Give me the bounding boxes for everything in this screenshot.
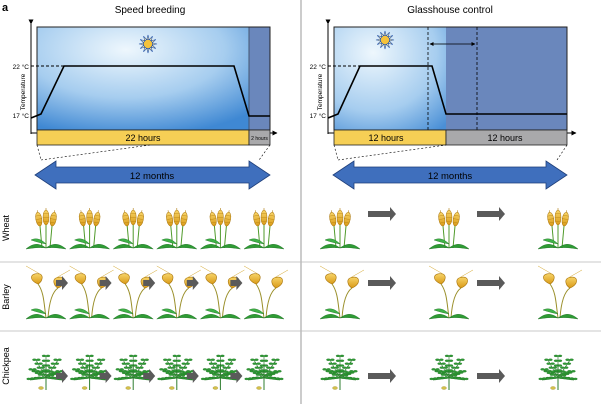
left-zoom-line-a bbox=[36, 144, 42, 161]
progress-arrow-icon bbox=[56, 276, 68, 290]
barley-plant-icon bbox=[243, 265, 289, 320]
right-title: Glasshouse control bbox=[407, 5, 493, 16]
barley-plant-icon bbox=[112, 265, 158, 320]
chickpea-plant-icon bbox=[70, 354, 110, 390]
right-timeline-arrow bbox=[332, 160, 568, 190]
plant-generation-rows bbox=[25, 207, 583, 390]
right-light-chamber bbox=[334, 27, 446, 130]
wheat-plant-icon bbox=[25, 208, 67, 250]
chickpea-plant-icon bbox=[26, 354, 66, 390]
left-title: Speed breeding bbox=[115, 5, 186, 16]
progress-arrow-icon bbox=[368, 369, 396, 383]
right-dark-period-label: 12 hours bbox=[487, 133, 523, 143]
progress-arrow-icon bbox=[477, 276, 505, 290]
progress-arrow-icon bbox=[230, 276, 243, 290]
right-zoom-line-a bbox=[333, 144, 339, 161]
chickpea-plant-icon bbox=[157, 354, 197, 390]
right-y-tick-17: 17 °C bbox=[310, 112, 327, 120]
sun-icon bbox=[138, 34, 158, 54]
wheat-plant-icon bbox=[199, 208, 242, 250]
left-timeline-arrow bbox=[34, 160, 271, 190]
progress-arrow-icon bbox=[143, 369, 156, 383]
wheat-plant-icon bbox=[68, 208, 111, 250]
barley-plant-icon bbox=[199, 265, 245, 320]
progress-arrow-icon bbox=[477, 369, 505, 383]
sun-icon bbox=[375, 30, 395, 50]
left-y-axis-label: Temperature bbox=[20, 73, 27, 110]
wheat-plant-icon bbox=[319, 208, 361, 250]
right-dark-period-bar bbox=[445, 129, 568, 146]
row-label-barley: Barley bbox=[1, 284, 11, 310]
wheat-plant-icon bbox=[428, 208, 470, 250]
progress-arrow-icon bbox=[186, 276, 199, 290]
right-temperature-curve bbox=[327, 65, 567, 119]
left-dark-period-label: 2 hours bbox=[251, 136, 268, 142]
chickpea-plant-icon bbox=[244, 354, 284, 390]
progress-arrow-icon bbox=[99, 369, 112, 383]
wheat-plant-icon bbox=[156, 208, 198, 250]
barley-plant-icon bbox=[537, 265, 583, 320]
left-y-tick-22: 22 °C bbox=[13, 63, 30, 71]
barley-plant-icon bbox=[25, 265, 71, 320]
panel-label: a bbox=[2, 2, 9, 14]
right-y-tick-22: 22 °C bbox=[310, 63, 327, 71]
left-temperature-curve bbox=[30, 65, 270, 119]
wheat-plant-icon bbox=[537, 208, 579, 250]
chickpea-plant-icon bbox=[320, 354, 360, 390]
right-zoom-line-b bbox=[556, 144, 568, 161]
right-light-period-label: 12 hours bbox=[368, 133, 404, 143]
progress-arrow-icon bbox=[477, 207, 505, 221]
chickpea-plant-icon bbox=[113, 354, 153, 390]
progress-arrow-icon bbox=[143, 276, 156, 290]
progress-arrow-icon bbox=[56, 369, 68, 383]
progress-arrow-icon bbox=[368, 276, 396, 290]
left-y-tick-17: 17 °C bbox=[13, 112, 30, 120]
chickpea-plant-icon bbox=[200, 354, 240, 390]
speed-breeding-diagram: Speed breeding 22 °C 17 °C Temperature 2… bbox=[13, 5, 278, 190]
row-label-wheat: Wheat bbox=[1, 214, 11, 241]
progress-arrow-icon bbox=[368, 207, 396, 221]
glasshouse-control-diagram: Glasshouse control 22 °C 17 °C Temperatu… bbox=[310, 5, 577, 190]
left-dark-period-bar bbox=[248, 129, 271, 146]
barley-plant-icon bbox=[428, 265, 474, 320]
progress-arrow-icon bbox=[230, 369, 243, 383]
barley-plant-icon bbox=[68, 265, 114, 320]
progress-arrow-icon bbox=[99, 276, 112, 290]
left-light-period-label: 22 hours bbox=[125, 133, 161, 143]
left-duration-label: 12 months bbox=[130, 171, 175, 182]
barley-plant-icon bbox=[156, 265, 201, 320]
wheat-plant-icon bbox=[112, 208, 154, 250]
left-zoom-line-b bbox=[258, 144, 271, 161]
right-zoom-line-c bbox=[337, 144, 447, 161]
left-zoom-line-c bbox=[40, 144, 151, 161]
right-duration-label: 12 months bbox=[428, 171, 473, 182]
right-y-axis-label: Temperature bbox=[317, 73, 324, 110]
chickpea-plant-icon bbox=[538, 354, 578, 390]
row-label-chickpea: Chickpea bbox=[1, 347, 11, 385]
wheat-plant-icon bbox=[243, 208, 285, 250]
progress-arrow-icon bbox=[186, 369, 199, 383]
barley-plant-icon bbox=[319, 265, 365, 320]
chickpea-plant-icon bbox=[429, 354, 469, 390]
left-dark-chamber bbox=[249, 27, 270, 130]
